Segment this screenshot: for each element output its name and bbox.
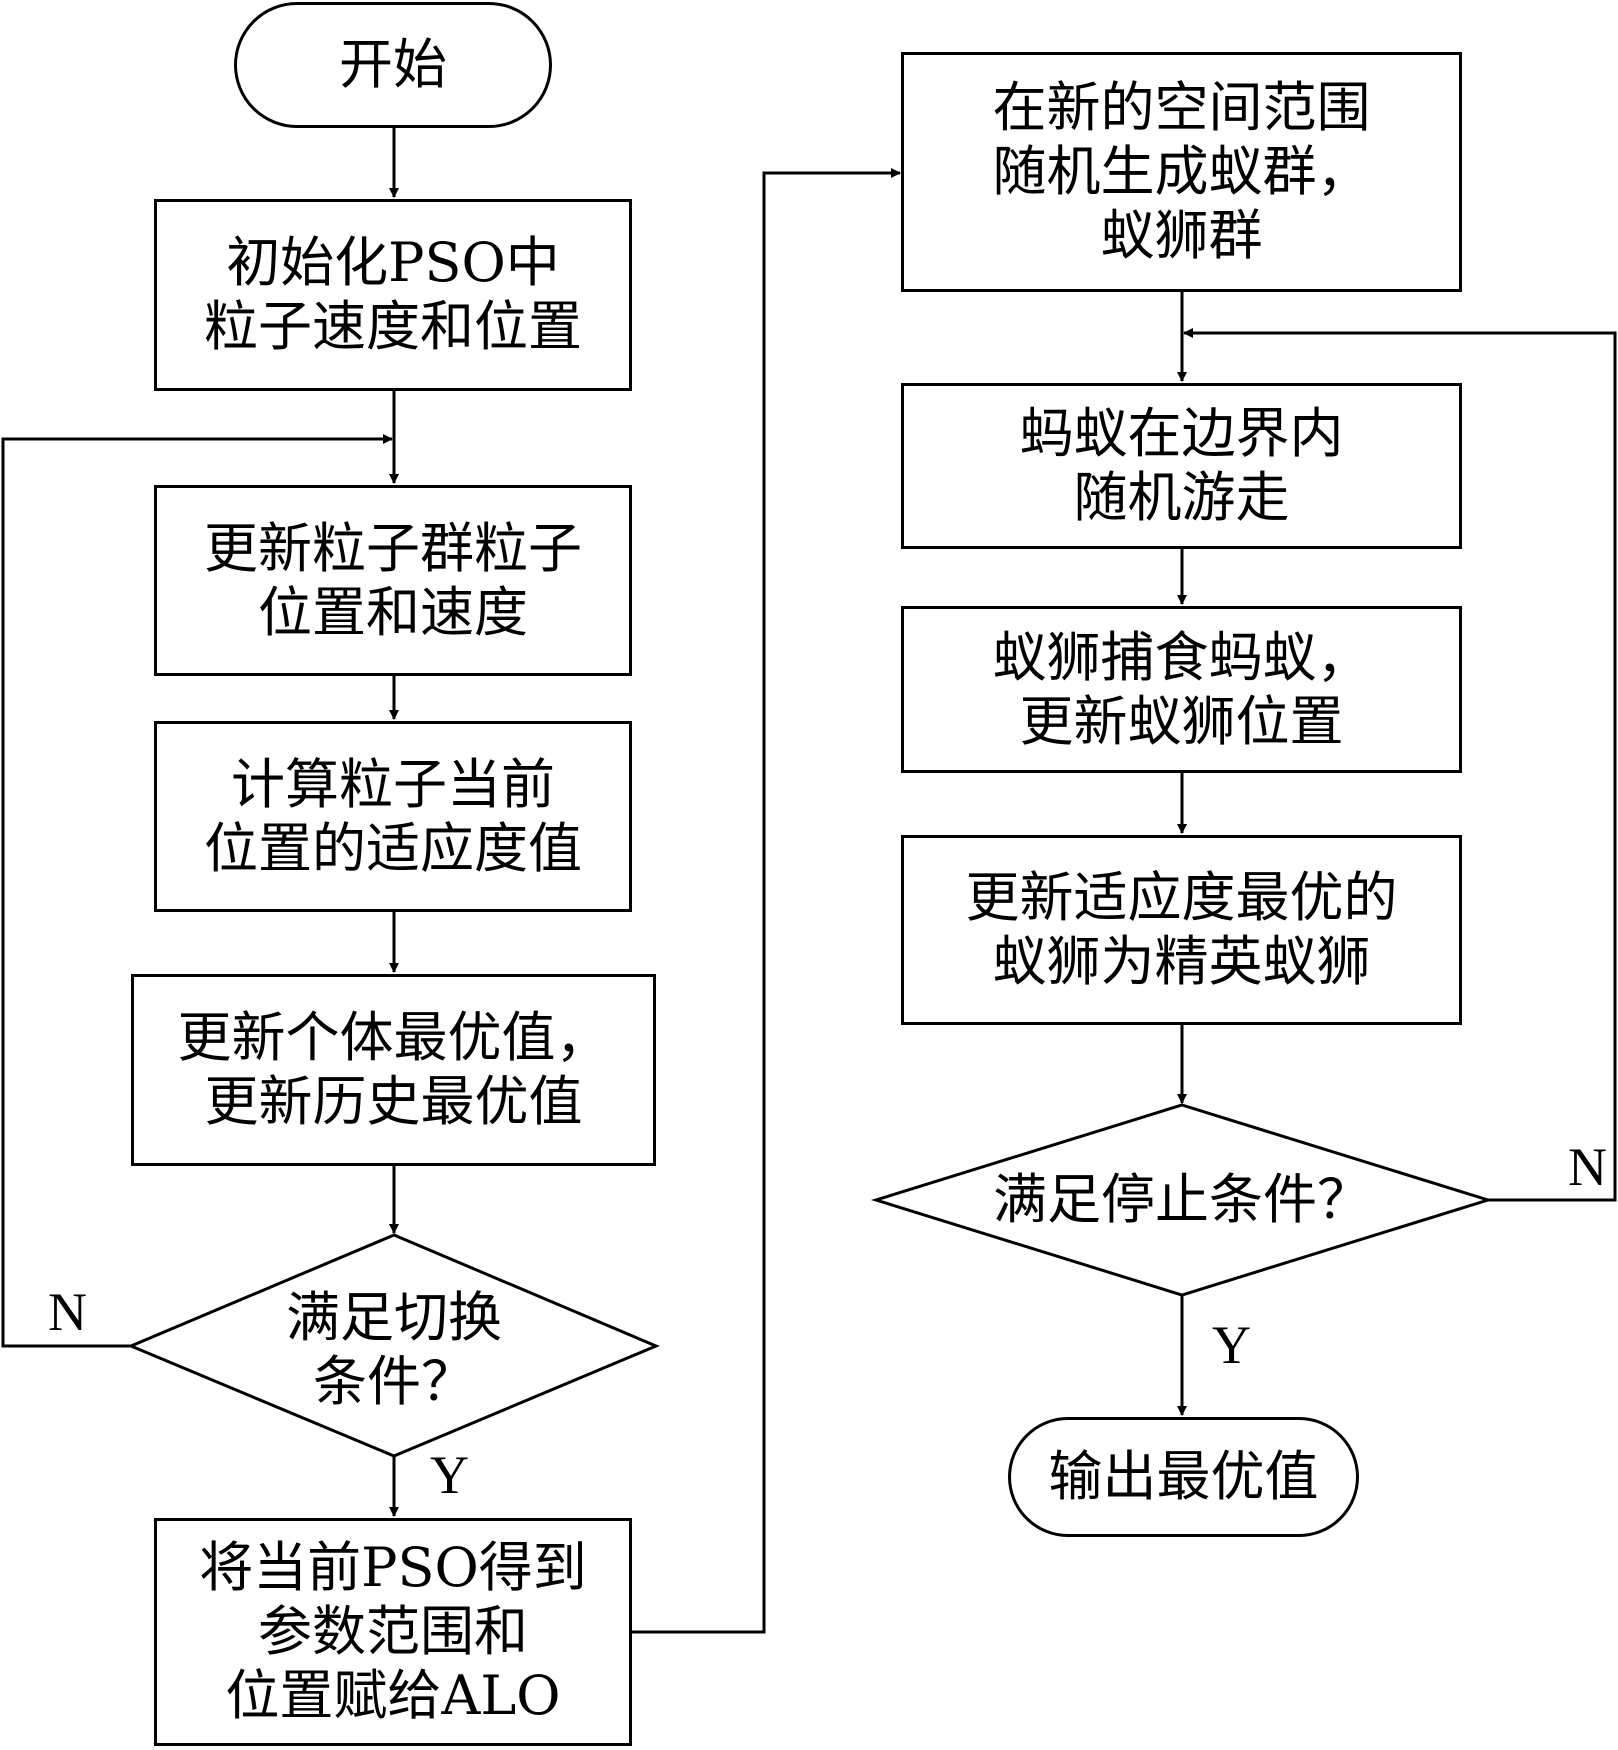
- switch-condition-label: 满足切换 条件？: [286, 1286, 502, 1413]
- loop-switch-no: [1, 434, 393, 1348]
- init-pso-label: 初始化PSO中 粒子速度和位置: [204, 231, 582, 358]
- compute-fitness-label: 计算粒子当前 位置的适应度值: [204, 752, 582, 880]
- compute-fitness-box: 计算粒子当前 位置的适应度值: [154, 721, 632, 912]
- update-best-box: 更新个体最优值， 更新历史最优值: [131, 974, 656, 1166]
- assign-to-alo-box: 将当前PSO得到 参数范围和 位置赋给ALO: [154, 1518, 632, 1746]
- update-elite-label: 更新适应度最优的 蚁狮为精英蚁狮: [965, 866, 1398, 993]
- switch-diamond: [127, 1233, 660, 1458]
- switch-no-label: N: [48, 1282, 87, 1342]
- update-particles-box: 更新粒子群粒子 位置和速度: [154, 485, 632, 676]
- update-particles-label: 更新粒子群粒子 位置和速度: [204, 516, 582, 644]
- antlions-hunt-label: 蚁狮捕食蚂蚁， 更新蚁狮位置: [992, 625, 1371, 753]
- stop-yes-label: Y: [1212, 1315, 1251, 1375]
- update-best-label: 更新个体最优值， 更新历史最优值: [177, 1006, 610, 1133]
- generate-swarms-label: 在新的空间范围 随机生成蚁群， 蚁狮群: [992, 76, 1371, 267]
- generate-swarms-box: 在新的空间范围 随机生成蚁群， 蚁狮群: [901, 52, 1462, 292]
- arrow-assign-to-generate: [632, 168, 901, 1634]
- loop-stop-no: [1183, 328, 1617, 1202]
- start-terminal: 开始: [234, 2, 552, 128]
- switch-condition-text: 满足切换 条件？: [231, 1280, 557, 1420]
- stop-condition-text: 满足停止条件？: [960, 1165, 1404, 1235]
- update-elite-box: 更新适应度最优的 蚁狮为精英蚁狮: [901, 835, 1462, 1025]
- antlions-hunt-box: 蚁狮捕食蚂蚁， 更新蚁狮位置: [901, 606, 1462, 773]
- assign-to-alo-label: 将当前PSO得到 参数范围和 位置赋给ALO: [199, 1536, 587, 1727]
- init-pso-box: 初始化PSO中 粒子速度和位置: [154, 199, 632, 391]
- output-label: 输出最优值: [1048, 1445, 1319, 1508]
- output-terminal: 输出最优值: [1008, 1417, 1359, 1537]
- ants-random-walk-box: 蚂蚁在边界内 随机游走: [901, 383, 1462, 549]
- stop-condition-label: 满足停止条件？: [993, 1168, 1371, 1231]
- stop-no-label: N: [1568, 1137, 1607, 1197]
- switch-yes-label: Y: [430, 1445, 469, 1505]
- start-label: 开始: [339, 33, 447, 96]
- ants-random-walk-label: 蚂蚁在边界内 随机游走: [1019, 402, 1344, 529]
- stop-diamond: [870, 1103, 1494, 1297]
